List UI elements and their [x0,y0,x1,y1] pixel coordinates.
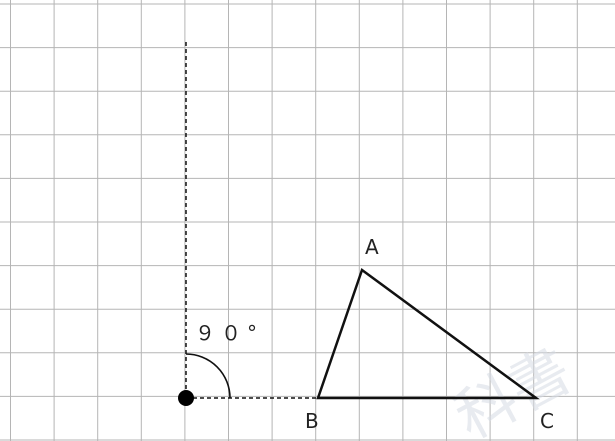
triangle-abc [316,267,540,400]
vertex-label-a: A [365,235,379,259]
vertex-label-b: B [305,409,319,433]
rotation-center-point [178,390,194,406]
angle-label: ９０° [195,321,263,345]
right-angle-arc [185,353,231,399]
watermark-text: 科書 [444,335,583,441]
vertex-label-c: C [540,409,554,433]
